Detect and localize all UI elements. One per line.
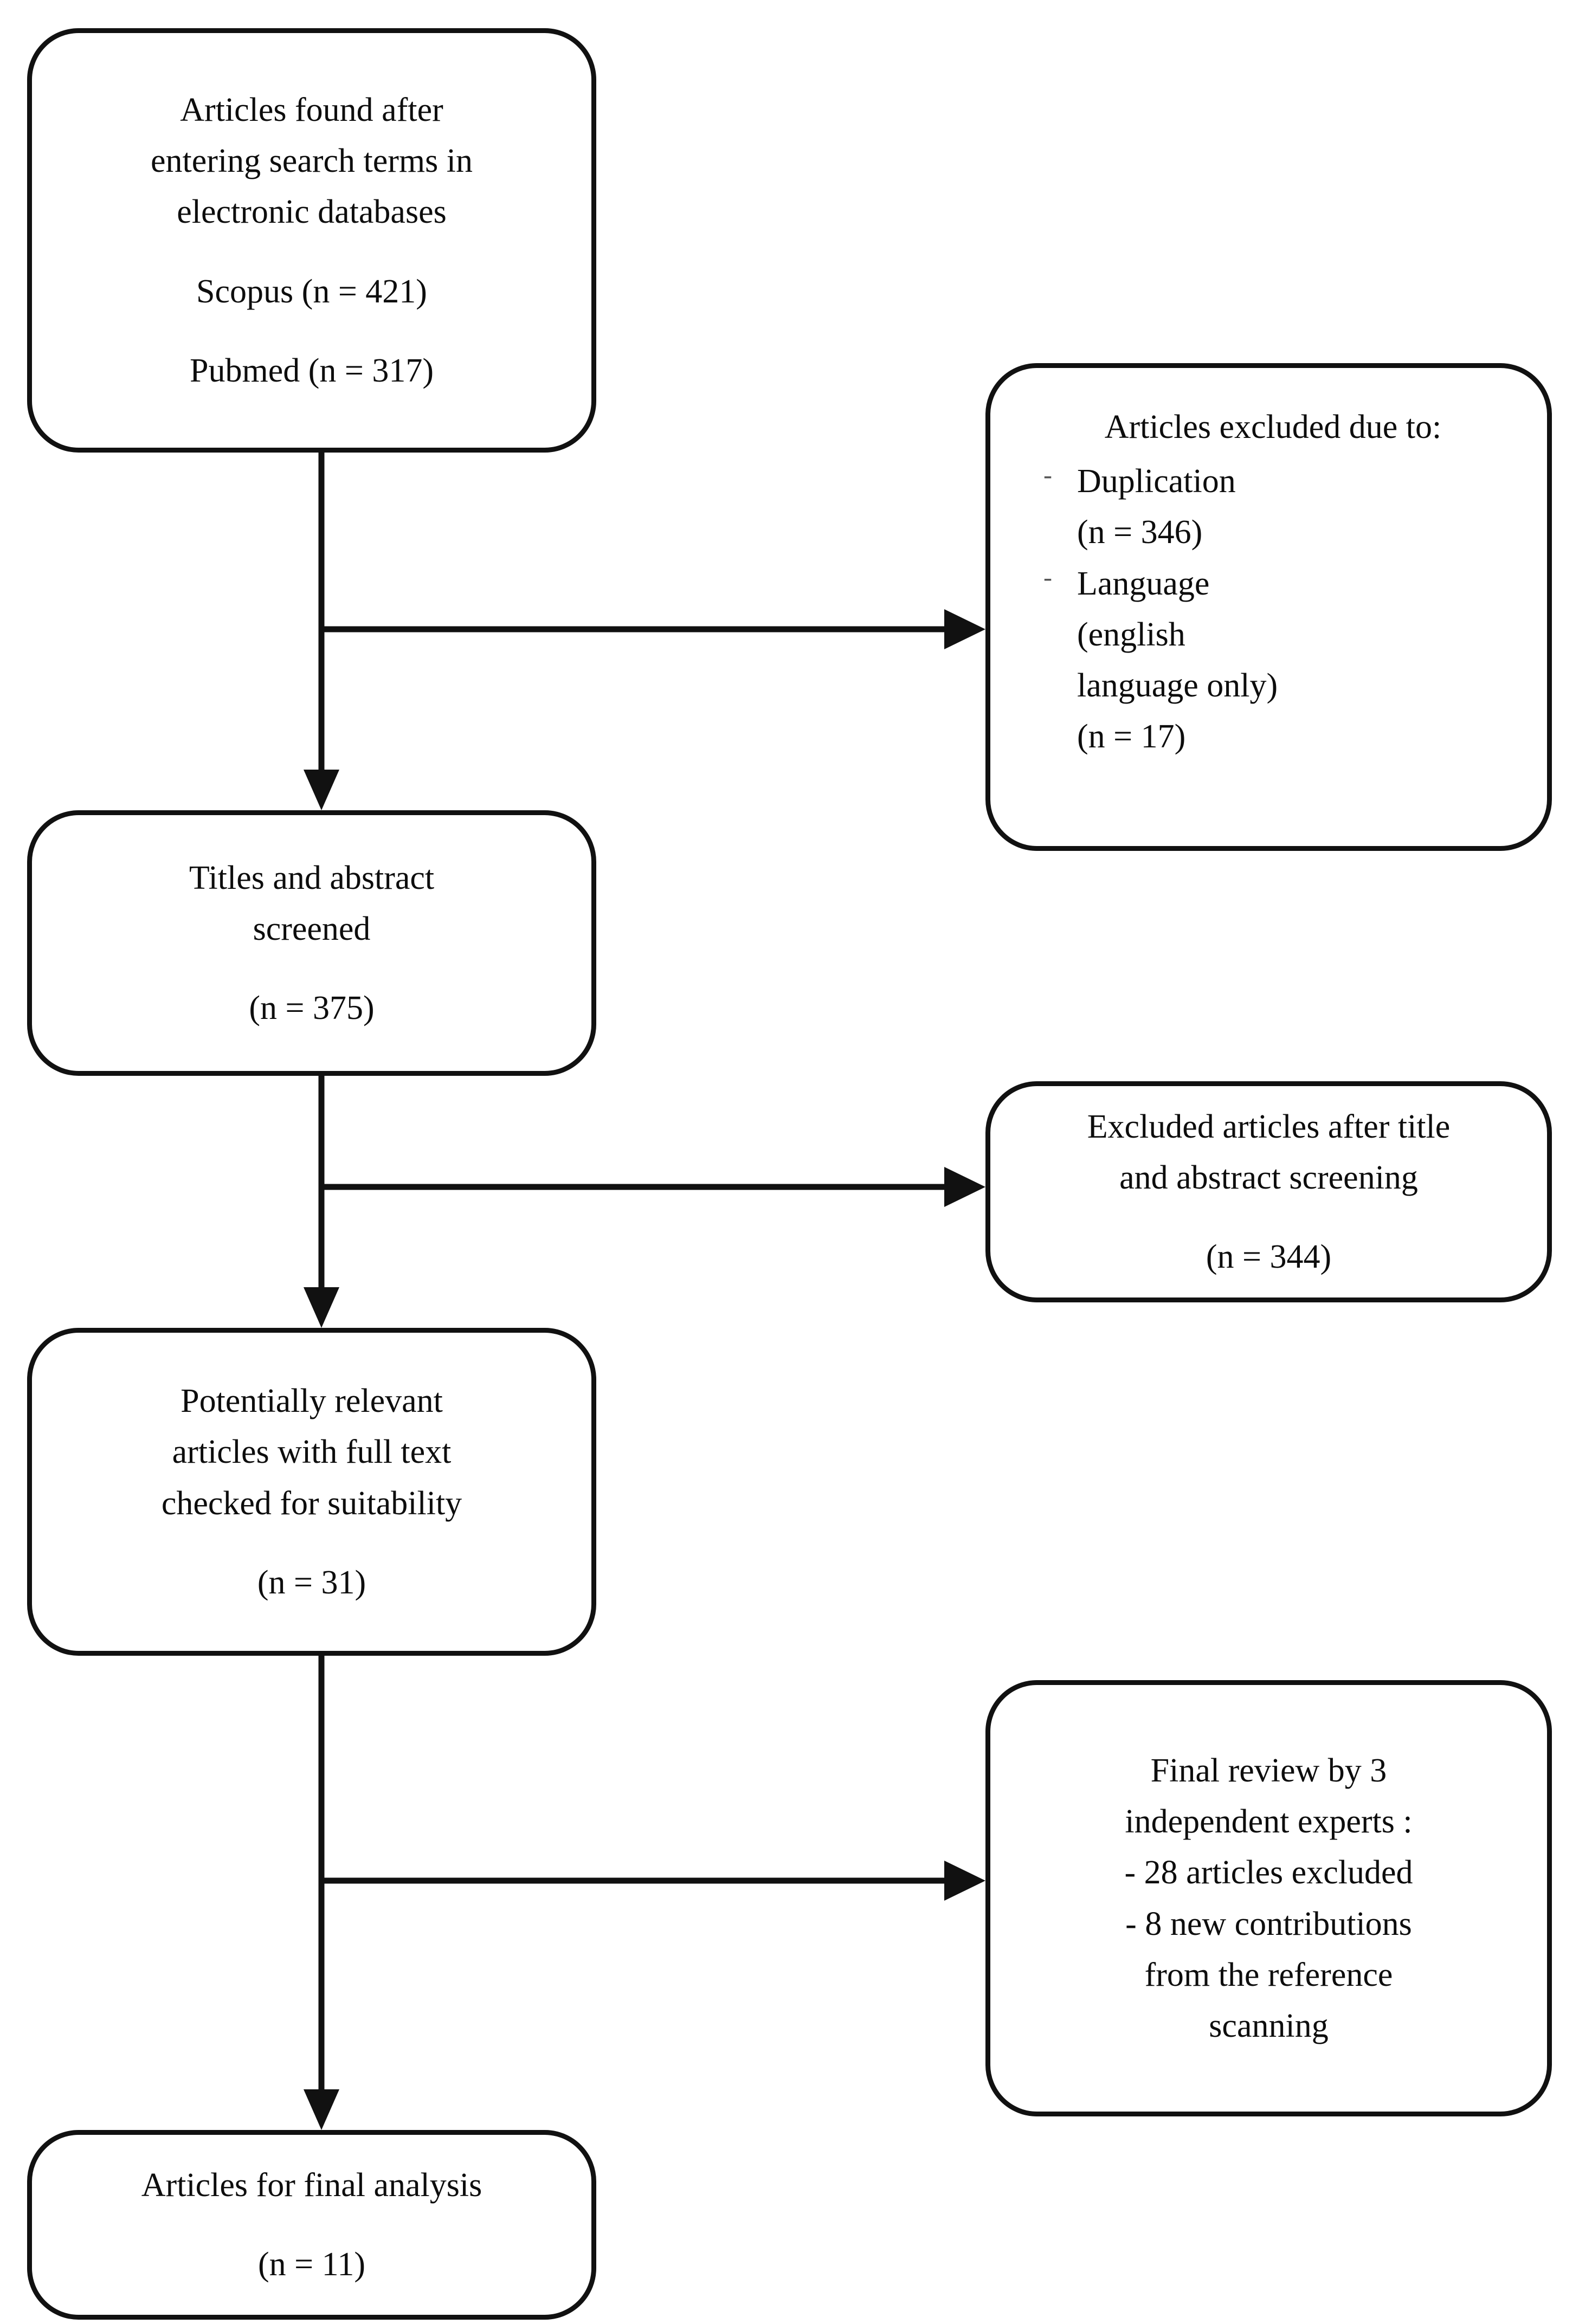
node-line: - 8 new contributions: [1125, 1905, 1412, 1942]
node-line: independent experts :: [1125, 1803, 1413, 1841]
node-line: Potentially relevant: [181, 1383, 443, 1420]
node-titles-abstract-screened: Titles and abstract screened (n = 375): [27, 810, 596, 1076]
bullet-dash-icon: -: [1043, 461, 1052, 490]
node-count: (n = 344): [1206, 1238, 1332, 1276]
bullet-line: (n = 346): [1077, 514, 1203, 551]
bullet-line: language only): [1077, 667, 1278, 705]
list-item: - Duplication (n = 346): [1019, 456, 1528, 558]
bullet-text: Language (english language only) (n = 17…: [1077, 558, 1528, 763]
node-articles-final-analysis: Articles for final analysis (n = 11): [27, 2130, 596, 2320]
node-articles-found: Articles found after entering search ter…: [27, 28, 596, 453]
connector-screened-to-fulltext: [304, 1076, 339, 1328]
node-line: electronic databases: [177, 193, 447, 231]
node-excluded-after-title-abstract: Excluded articles after title and abstra…: [985, 1081, 1552, 1302]
node-line: screened: [253, 910, 371, 947]
node-line: scanning: [1209, 2007, 1329, 2044]
node-final-review-experts: Final review by 3 independent experts : …: [985, 1680, 1552, 2116]
exclusion-reason-list: - Duplication (n = 346) - Language (engl…: [1019, 456, 1528, 762]
node-line: Final review by 3: [1150, 1752, 1387, 1789]
connector-screened-to-excluded2: [321, 1167, 985, 1207]
node-line: Titles and abstract: [189, 859, 435, 896]
node-count-scopus: Scopus (n = 421): [196, 273, 427, 310]
bullet-line: (n = 17): [1077, 718, 1186, 756]
node-articles-excluded-duplication-language: Articles excluded due to: - Duplication …: [985, 363, 1552, 851]
bullet-line: Language: [1077, 565, 1210, 602]
bullet-dash-icon: -: [1043, 563, 1052, 592]
node-potentially-relevant-full-text: Potentially relevant articles with full …: [27, 1328, 596, 1656]
node-line: Articles found after: [180, 91, 443, 128]
node-line: entering search terms in: [151, 143, 473, 180]
bullet-text: Duplication (n = 346): [1077, 456, 1528, 558]
connector-fulltext-to-finalreview: [321, 1861, 985, 1901]
node-line: and abstract screening: [1119, 1159, 1418, 1196]
node-heading: Articles excluded due to:: [1104, 409, 1442, 446]
node-line: - 28 articles excluded: [1124, 1854, 1413, 1892]
node-count: (n = 375): [249, 990, 375, 1027]
connector-fulltext-to-final: [304, 1656, 339, 2130]
list-item: - Language (english language only) (n = …: [1019, 558, 1528, 763]
connector-search-to-screened: [304, 453, 339, 810]
node-count-pubmed: Pubmed (n = 317): [190, 352, 434, 389]
node-line: checked for suitability: [161, 1484, 462, 1522]
bullet-line: (english: [1077, 616, 1185, 653]
node-count: (n = 31): [257, 1564, 366, 1601]
node-line: articles with full text: [172, 1434, 452, 1471]
connector-search-to-excluded1: [321, 609, 985, 649]
node-count: (n = 11): [258, 2246, 365, 2283]
node-line: Excluded articles after title: [1087, 1108, 1451, 1145]
bullet-line: Duplication: [1077, 463, 1236, 500]
node-line: Articles for final analysis: [141, 2166, 482, 2204]
node-line: from the reference: [1144, 1956, 1393, 1993]
